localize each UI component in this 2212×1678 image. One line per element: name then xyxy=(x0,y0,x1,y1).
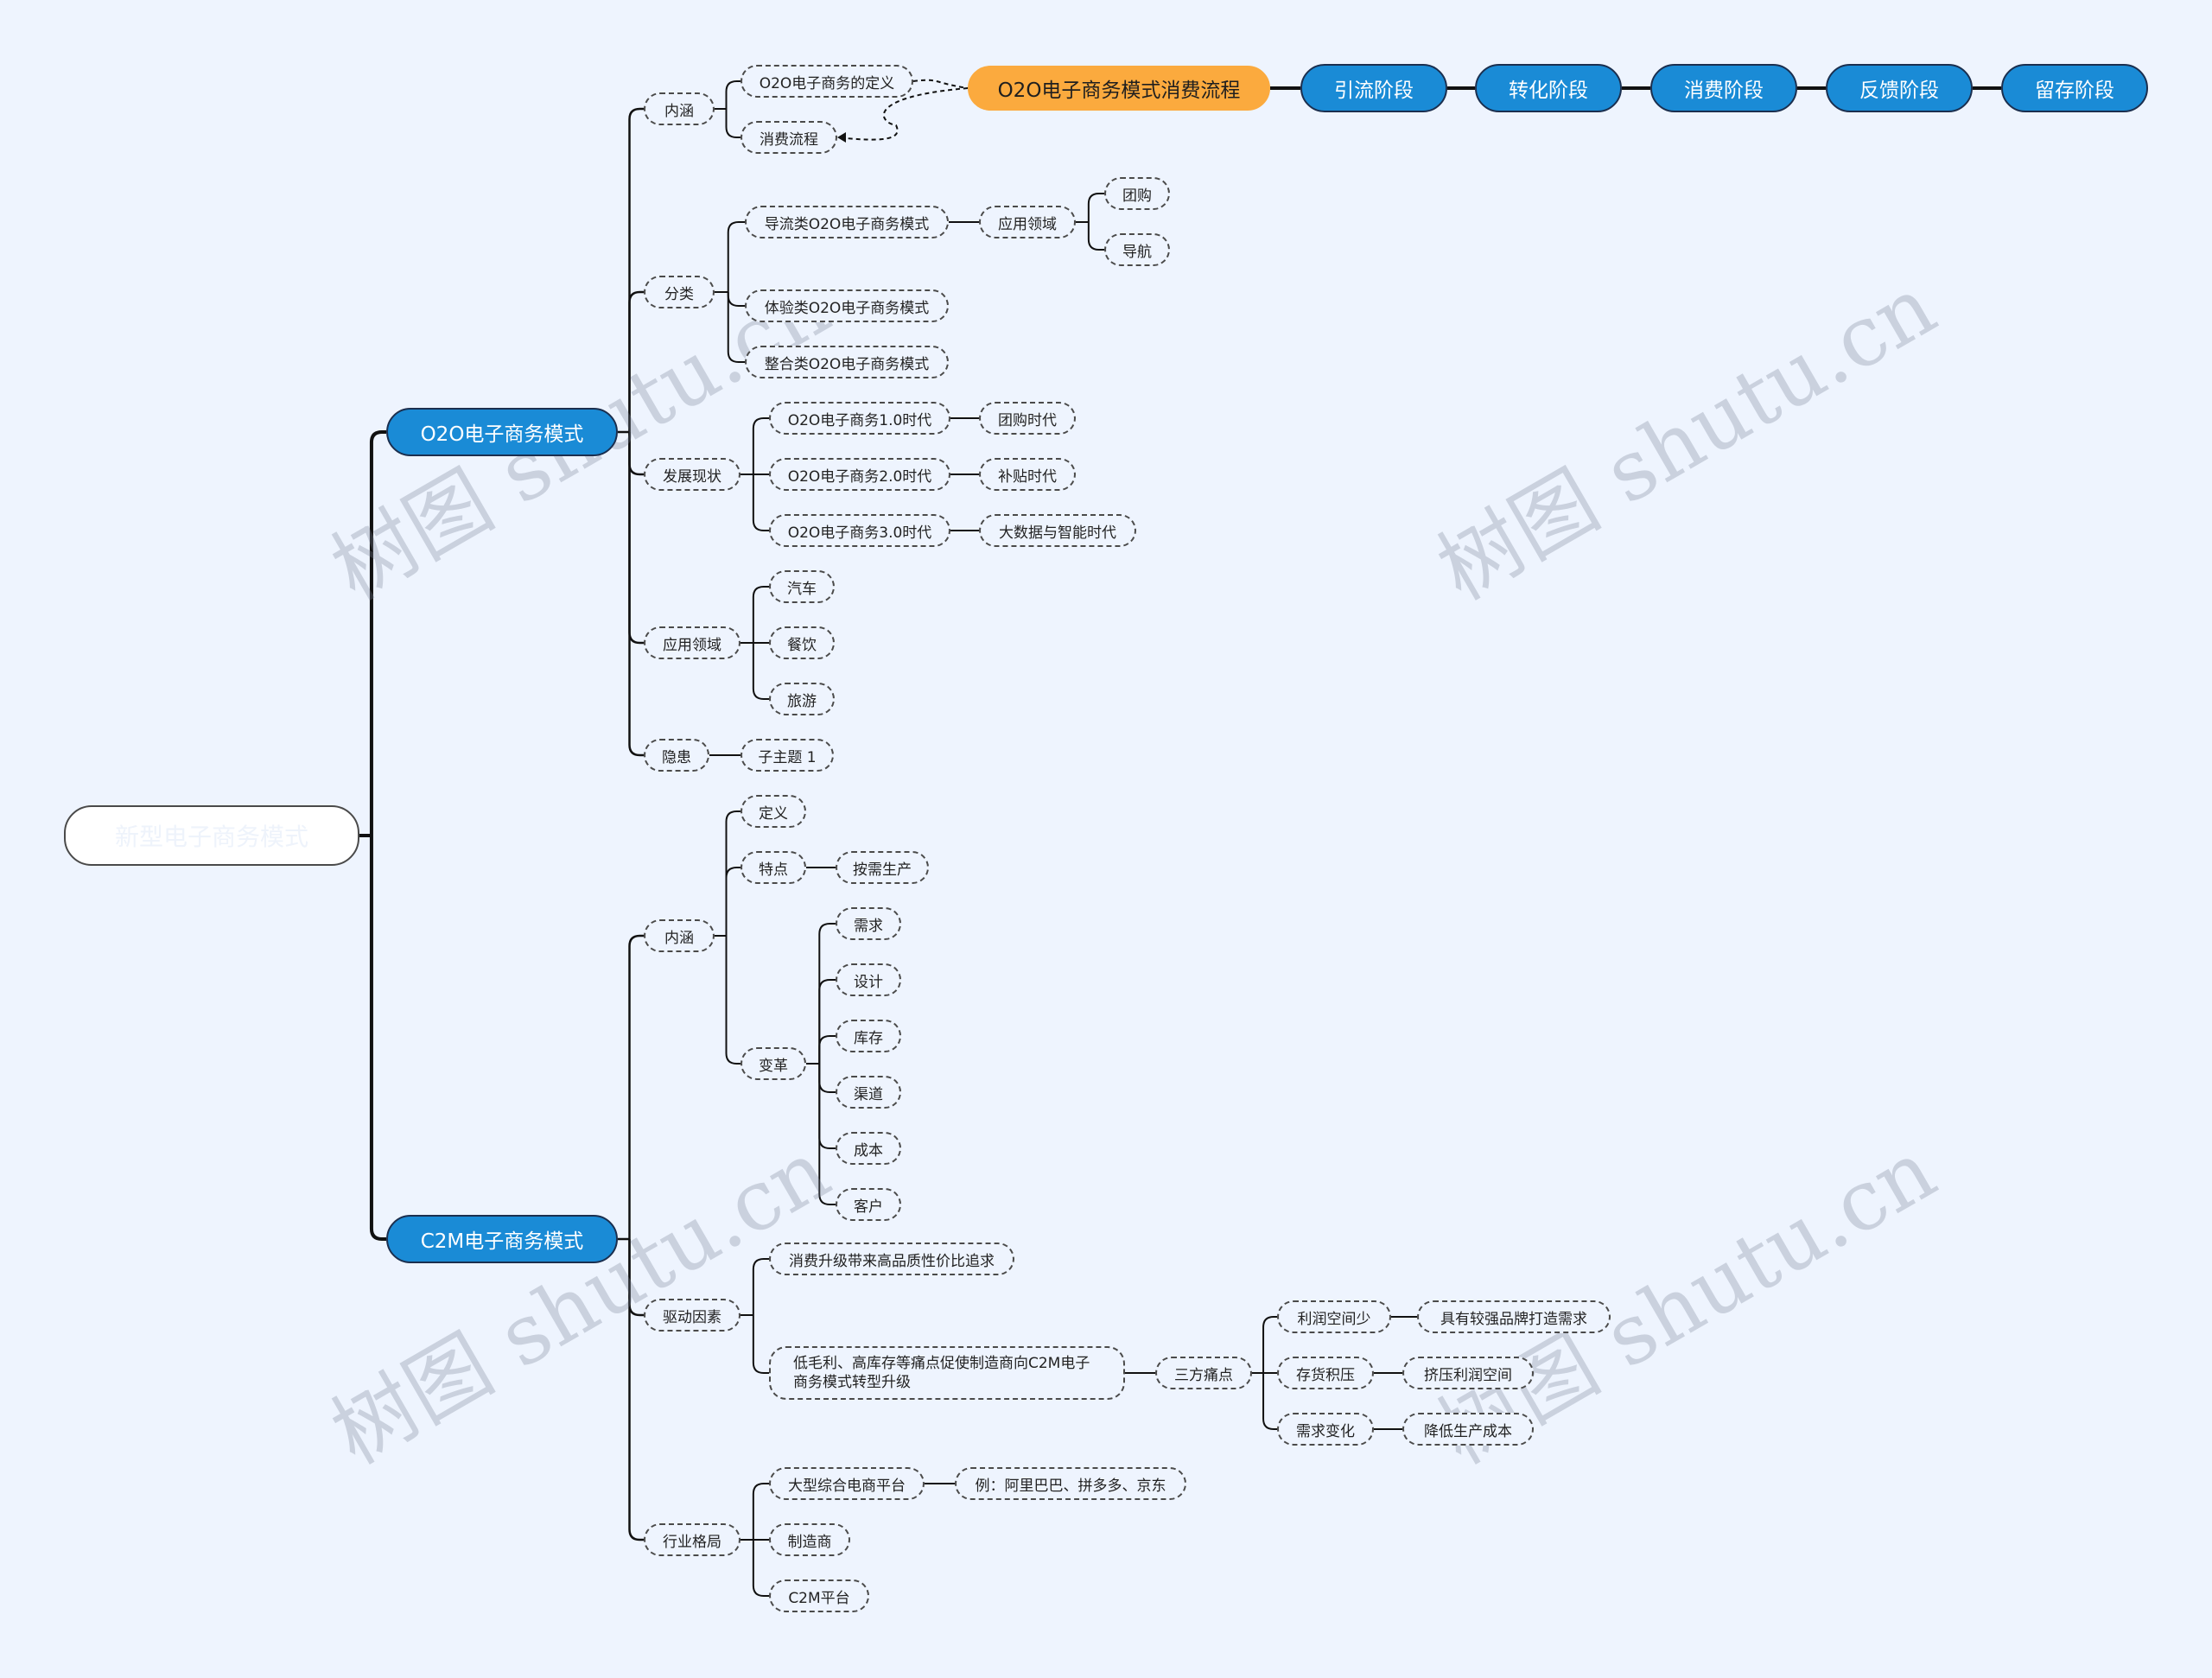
topic-large-ecommerce-platform[interactable]: 大型综合电商平台 xyxy=(769,1467,925,1500)
connector-line xyxy=(725,109,741,138)
highlight-consumption-flow[interactable]: O2O电子商务模式消费流程 xyxy=(968,66,1270,111)
connector-line xyxy=(725,867,741,936)
connector-line xyxy=(727,292,745,363)
topic-reform-channel[interactable]: 渠道 xyxy=(836,1076,901,1109)
connector-line xyxy=(725,936,741,1065)
connector-line xyxy=(818,1064,836,1093)
topic-subtopic-1[interactable]: 子主题 1 xyxy=(741,739,834,772)
topic-o2o-development[interactable]: 发展现状 xyxy=(644,458,741,491)
topic-o2o-classification[interactable]: 分类 xyxy=(644,276,715,308)
connector-line xyxy=(628,432,644,645)
connector-line xyxy=(628,107,644,432)
topic-o2o-model[interactable]: O2O电子商务模式 xyxy=(386,408,618,456)
topic-c2m-definition[interactable]: 定义 xyxy=(741,795,806,828)
connector-line xyxy=(752,1315,769,1374)
flow-stage-conversion[interactable]: 转化阶段 xyxy=(1475,64,1622,112)
connector-line xyxy=(752,474,769,531)
topic-o2o-risks[interactable]: 隐患 xyxy=(644,739,709,772)
topic-reform-inventory[interactable]: 库存 xyxy=(836,1020,901,1052)
root-topic[interactable]: 新型电子商务模式 xyxy=(64,805,359,866)
connector-line xyxy=(818,979,836,1064)
connector-line xyxy=(628,432,644,476)
topic-reform-customer[interactable]: 客户 xyxy=(836,1188,901,1221)
connector-line xyxy=(752,417,769,474)
topic-reform-demand[interactable]: 需求 xyxy=(836,907,901,940)
connector-line xyxy=(725,80,741,109)
topic-manufacturer-transformation[interactable]: 低毛利、高库存等痛点促使制造商向C2M电子商务模式转型升级 xyxy=(769,1346,1125,1400)
topic-subsidy-era[interactable]: 补贴时代 xyxy=(979,458,1076,491)
topic-c2m-features[interactable]: 特点 xyxy=(741,851,806,884)
connector-line xyxy=(818,1035,836,1064)
flow-stage-traffic[interactable]: 引流阶段 xyxy=(1300,64,1447,112)
arrowhead xyxy=(837,132,846,143)
flow-stage-feedback[interactable]: 反馈阶段 xyxy=(1826,64,1973,112)
connector-line xyxy=(752,643,769,700)
topic-industry-landscape[interactable]: 行业格局 xyxy=(644,1523,741,1556)
topic-o2o-process[interactable]: 消费流程 xyxy=(741,121,837,154)
topic-o2o-definition[interactable]: O2O电子商务的定义 xyxy=(741,65,913,98)
topic-o2o-diversion-type[interactable]: 导流类O2O电子商务模式 xyxy=(745,206,949,238)
topic-c2m-connotation[interactable]: 内涵 xyxy=(644,919,715,952)
connector-line xyxy=(628,1239,644,1317)
connector-line xyxy=(727,221,745,292)
topic-reform-design[interactable]: 设计 xyxy=(836,963,901,996)
topic-manufacturer[interactable]: 制造商 xyxy=(769,1523,850,1556)
connector-line xyxy=(818,923,836,1064)
topic-consumption-upgrade[interactable]: 消费升级带来高品质性价比追求 xyxy=(769,1243,1014,1275)
connector-line xyxy=(628,290,644,432)
topic-c2m-model[interactable]: C2M电子商务模式 xyxy=(386,1215,618,1263)
topic-o2o-connotation[interactable]: 内涵 xyxy=(644,92,715,125)
connector-line xyxy=(752,1540,769,1597)
topic-inventory-backlog[interactable]: 存货积压 xyxy=(1277,1357,1374,1389)
topic-o2o-experience-type[interactable]: 体验类O2O电子商务模式 xyxy=(745,289,949,322)
flow-stage-consumption[interactable]: 消费阶段 xyxy=(1650,64,1797,112)
connector-line xyxy=(628,934,644,1239)
topic-on-demand-production[interactable]: 按需生产 xyxy=(836,851,929,884)
topic-o2o-era-1[interactable]: O2O电子商务1.0时代 xyxy=(769,402,950,435)
connector-line xyxy=(628,1239,644,1541)
topic-platform-examples[interactable]: 例：阿里巴巴、拼多多、京东 xyxy=(955,1467,1186,1500)
topic-bigdata-era[interactable]: 大数据与智能时代 xyxy=(979,514,1136,547)
topic-catering[interactable]: 餐饮 xyxy=(769,626,835,659)
connector-line xyxy=(752,586,769,643)
topic-navigation[interactable]: 导航 xyxy=(1104,233,1170,266)
topic-reduce-production-cost[interactable]: 降低生产成本 xyxy=(1402,1413,1534,1446)
topic-o2o-integration-type[interactable]: 整合类O2O电子商务模式 xyxy=(745,346,949,378)
connector-line xyxy=(725,810,741,936)
connector-line xyxy=(628,432,644,757)
connector-line xyxy=(1087,222,1104,251)
topic-demand-change[interactable]: 需求变化 xyxy=(1277,1413,1374,1446)
topic-low-profit[interactable]: 利润空间少 xyxy=(1277,1300,1391,1333)
topic-group-buying[interactable]: 团购 xyxy=(1104,177,1170,210)
topic-reform-cost[interactable]: 成本 xyxy=(836,1132,901,1165)
connector-line xyxy=(912,79,969,89)
topic-c2m-drivers[interactable]: 驱动因素 xyxy=(644,1299,741,1332)
topic-o2o-application[interactable]: 应用领域 xyxy=(644,626,741,659)
topic-three-pain-points[interactable]: 三方痛点 xyxy=(1155,1357,1252,1389)
connector-line xyxy=(1262,1373,1277,1430)
connector-line xyxy=(1262,1316,1277,1373)
connector-line xyxy=(369,836,386,1241)
connector-line xyxy=(727,292,745,307)
connector-line xyxy=(818,1064,836,1149)
topic-diversion-application[interactable]: 应用领域 xyxy=(979,206,1076,238)
topic-c2m-platform[interactable]: C2M平台 xyxy=(769,1579,869,1612)
topic-o2o-era-3[interactable]: O2O电子商务3.0时代 xyxy=(769,514,950,547)
connector-line xyxy=(752,1483,769,1540)
topic-tourism[interactable]: 旅游 xyxy=(769,683,835,715)
topic-group-buying-era[interactable]: 团购时代 xyxy=(979,402,1076,435)
topic-brand-building-need[interactable]: 具有较强品牌打造需求 xyxy=(1417,1300,1611,1333)
topic-profit-squeeze[interactable]: 挤压利润空间 xyxy=(1402,1357,1534,1389)
connector-line xyxy=(369,430,386,836)
topic-automobile[interactable]: 汽车 xyxy=(769,570,835,603)
connector-line xyxy=(1087,193,1104,222)
topic-o2o-era-2[interactable]: O2O电子商务2.0时代 xyxy=(769,458,950,491)
topic-c2m-reform[interactable]: 变革 xyxy=(741,1047,806,1080)
connector-line xyxy=(752,1258,769,1315)
flow-stage-retention[interactable]: 留存阶段 xyxy=(2001,64,2148,112)
connector-line xyxy=(818,1064,836,1205)
